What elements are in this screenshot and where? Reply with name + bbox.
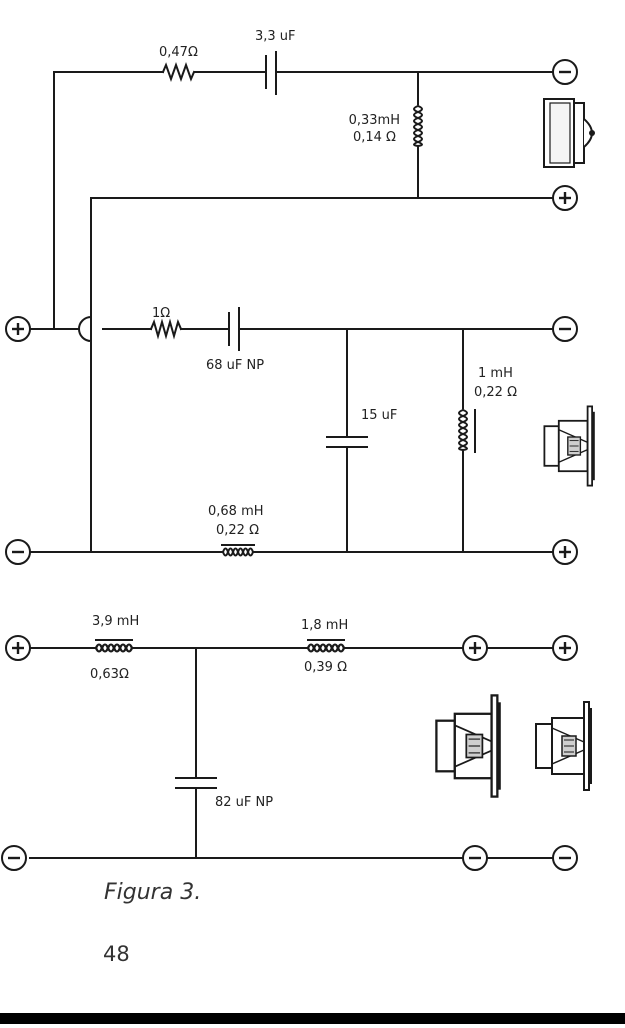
inductor-l2 bbox=[458, 409, 468, 451]
bottom-bar bbox=[0, 1013, 625, 1024]
subwoofer-speaker-icon bbox=[435, 694, 502, 798]
terminal-plus bbox=[551, 634, 579, 662]
inductor-l3 bbox=[222, 547, 254, 557]
l4-value-label: 3,9 mH bbox=[92, 614, 139, 629]
circuit-2: 1Ω 68 uF NP 15 uF 1 mH 0,22 Ω 0,68 mH 0,… bbox=[4, 306, 596, 566]
l5-resistance-label: 0,39 Ω bbox=[304, 660, 347, 675]
l5-value-label: 1,8 mH bbox=[301, 618, 348, 633]
circuit-1: 0,47Ω 3,3 uF 0,33mH 0,14 Ω bbox=[53, 29, 596, 553]
inductor-l4 bbox=[94, 643, 134, 653]
terminal-minus bbox=[0, 844, 28, 872]
l1-value-label: 0,33mH bbox=[349, 113, 400, 128]
terminal-minus bbox=[551, 315, 579, 343]
l3-resistance-label: 0,22 Ω bbox=[216, 523, 259, 538]
r1-value-label: 0,47Ω bbox=[159, 45, 198, 60]
terminal-plus bbox=[4, 634, 32, 662]
woofer-speaker-icon bbox=[543, 405, 596, 487]
terminal-plus bbox=[551, 184, 579, 212]
wire bbox=[78, 197, 554, 553]
l2-resistance-label: 0,22 Ω bbox=[474, 385, 517, 400]
tweeter-speaker-icon bbox=[543, 98, 596, 168]
wire bbox=[53, 71, 164, 330]
terminal-minus bbox=[461, 844, 489, 872]
c4-value-label: 82 uF NP bbox=[215, 795, 273, 810]
terminal-plus bbox=[4, 315, 32, 343]
terminal-minus bbox=[551, 844, 579, 872]
l1-resistance-label: 0,14 Ω bbox=[353, 130, 396, 145]
subwoofer-speaker-icon bbox=[535, 701, 593, 791]
terminal-plus bbox=[551, 538, 579, 566]
terminal-minus bbox=[551, 58, 579, 86]
terminal-minus bbox=[4, 538, 32, 566]
resistor-r2 bbox=[149, 318, 183, 340]
c2-value-label: 68 uF NP bbox=[206, 358, 264, 373]
inductor-l5 bbox=[306, 643, 346, 653]
r2-value-label: 1Ω bbox=[152, 306, 170, 321]
inductor-l1 bbox=[413, 105, 423, 147]
l3-value-label: 0,68 mH bbox=[208, 504, 264, 519]
l2-value-label: 1 mH bbox=[478, 366, 513, 381]
l4-resistance-label: 0,63Ω bbox=[90, 667, 129, 682]
circuit-3: 3,9 mH 0,63Ω 1,8 mH 0,39 Ω 82 uF NP bbox=[0, 614, 593, 872]
c1-value-label: 3,3 uF bbox=[255, 29, 296, 44]
terminal-plus bbox=[461, 634, 489, 662]
figure-caption: Figura 3. bbox=[104, 880, 202, 905]
resistor-r1 bbox=[161, 62, 196, 82]
c3-value-label: 15 uF bbox=[361, 408, 397, 423]
page-number: 48 bbox=[103, 942, 130, 966]
